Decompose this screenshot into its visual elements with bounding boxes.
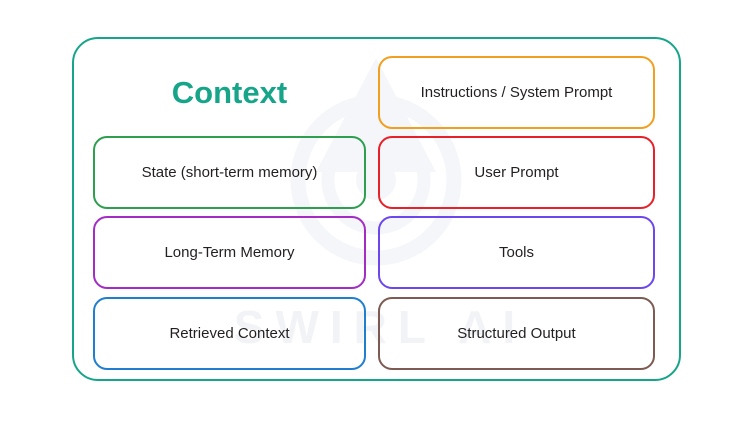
block-state-short-term-memory[interactable]: State (short-term memory) [93,136,366,209]
block-retrieved-context[interactable]: Retrieved Context [93,297,366,370]
block-label: Tools [498,243,535,261]
block-label: Long-Term Memory [164,243,295,261]
block-label: State (short-term memory) [141,163,318,181]
block-label: Retrieved Context [169,324,290,342]
block-label: Structured Output [457,324,576,342]
block-label: User Prompt [474,163,559,181]
block-label: Instructions / System Prompt [420,83,613,101]
block-long-term-memory[interactable]: Long-Term Memory [93,216,366,289]
context-title-text: Context [171,75,288,110]
block-instructions-system-prompt[interactable]: Instructions / System Prompt [378,56,655,129]
block-user-prompt[interactable]: User Prompt [378,136,655,209]
block-structured-output[interactable]: Structured Output [378,297,655,370]
context-container [72,37,681,381]
block-tools[interactable]: Tools [378,216,655,289]
page-title: Context [93,56,366,129]
